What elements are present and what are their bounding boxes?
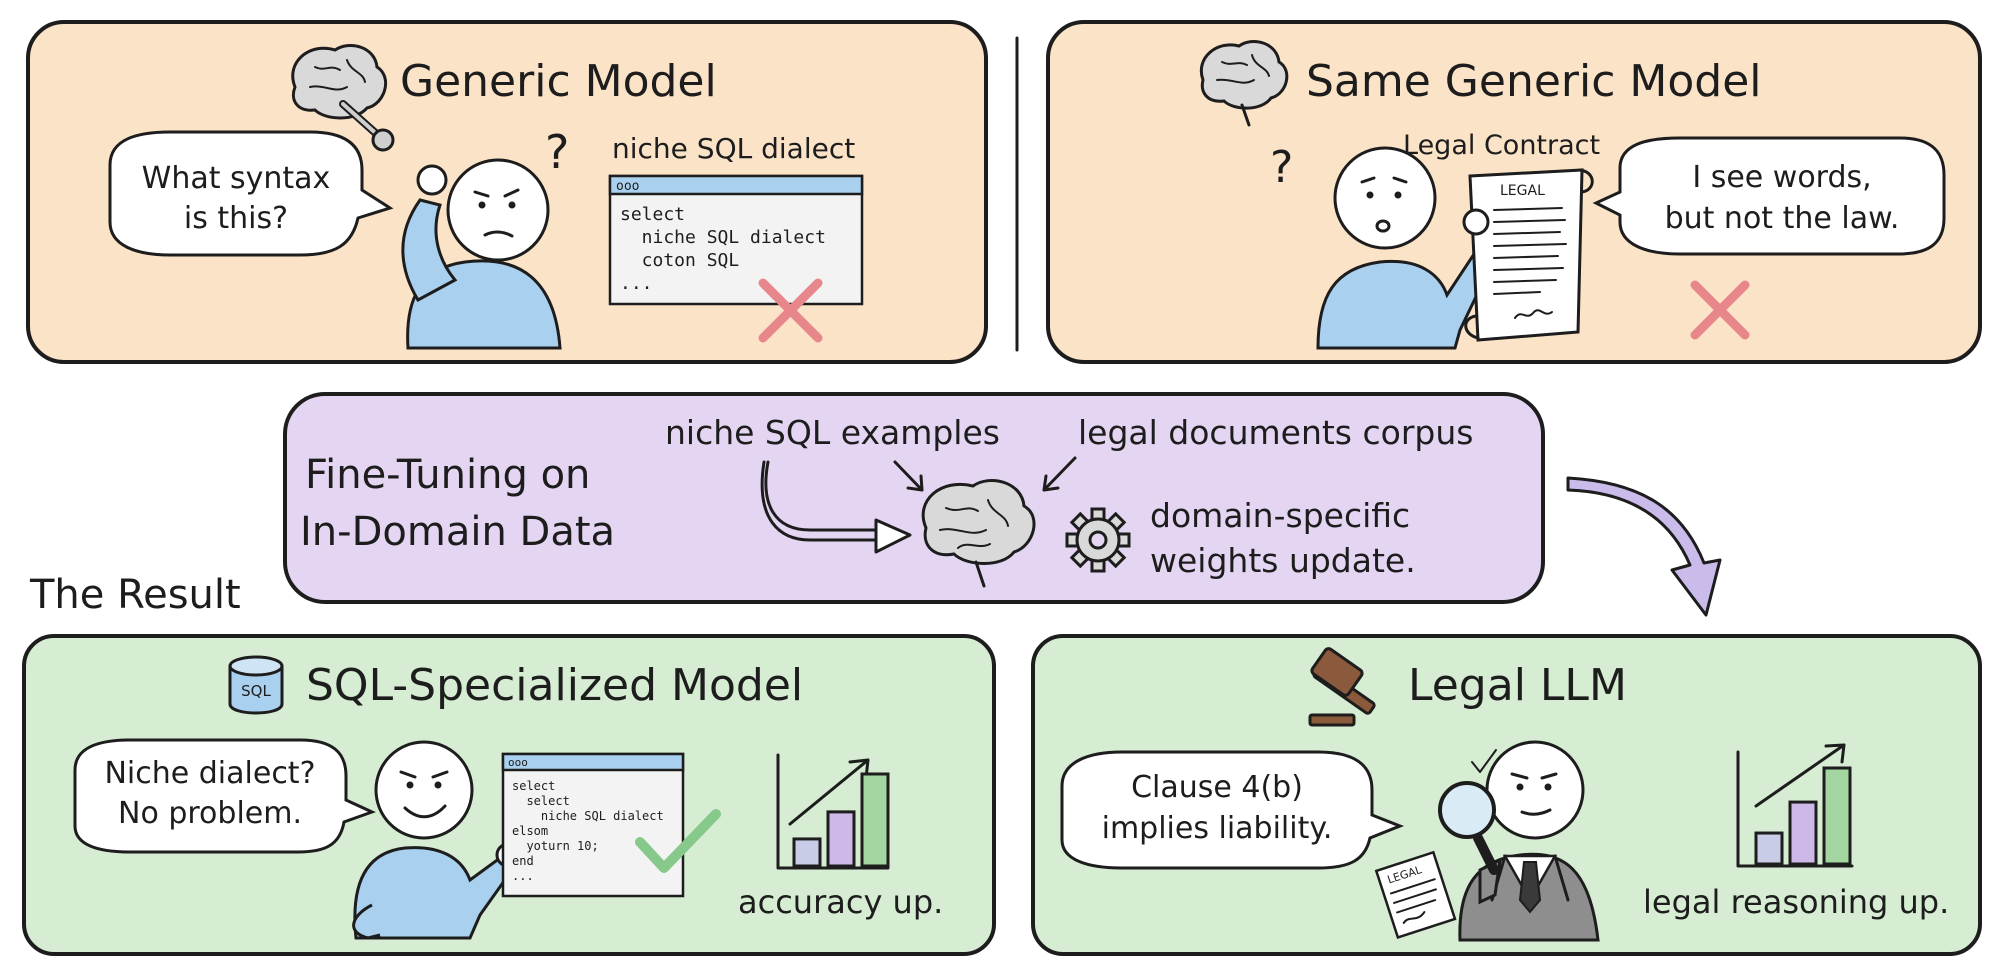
- panel-title: Generic Model: [400, 56, 717, 107]
- window-dots: ooo: [508, 756, 528, 769]
- speech-bubble: What syntax is this?: [108, 130, 394, 257]
- speech-bubble: Niche dialect? No problem.: [73, 738, 376, 854]
- speech-line-1: Clause 4(b): [1131, 770, 1303, 805]
- code-line-3: coton SQL: [620, 250, 739, 271]
- curved-arrow: [760, 460, 882, 542]
- chart-caption: legal reasoning up.: [1643, 883, 1949, 921]
- worried-person: ?: [1270, 142, 1498, 350]
- code-line-4: ...: [620, 273, 653, 294]
- document-label: Legal Contract: [1403, 130, 1600, 161]
- panel-title: SQL-Specialized Model: [306, 660, 803, 711]
- code-line-1: select: [620, 204, 685, 225]
- mini-bar-chart: [1736, 743, 1854, 868]
- code-line-1: select: [512, 779, 555, 793]
- panel-generic-model: Generic Model What syntax is this? ? nic…: [26, 20, 988, 364]
- question-mark: ?: [545, 125, 569, 179]
- speech-line-2: is this?: [184, 201, 288, 236]
- source-sql-examples: niche SQL examples: [665, 413, 1000, 452]
- database-icon: SQL: [228, 655, 284, 715]
- code-window: ooo select select niche SQL dialect elso…: [501, 752, 721, 898]
- note-line-2: weights update.: [1150, 541, 1416, 580]
- code-line-2: niche SQL dialect: [620, 227, 826, 248]
- magnifier-icon: [1438, 781, 1499, 875]
- speech-line-2: implies liability.: [1102, 811, 1333, 846]
- speech-bubble: I see words, but not the law.: [1592, 136, 1946, 256]
- chart-bar: [1822, 766, 1852, 866]
- brain-icon: [1199, 40, 1289, 127]
- panel-sql-specialized-model: SQL SQL-Specialized Model Niche dialect?…: [22, 634, 996, 956]
- chart-bar: [860, 772, 890, 868]
- x-mark-icon: [758, 278, 823, 343]
- chart-bar: [826, 810, 856, 868]
- panel-fine-tuning: Fine-Tuning on In-Domain Data niche SQL …: [283, 392, 1545, 604]
- database-label: SQL: [241, 682, 271, 700]
- chart-bar: [1788, 800, 1818, 866]
- fine-tuning-title-2: In-Domain Data: [300, 509, 615, 555]
- result-label: The Result: [29, 572, 241, 618]
- small-arrow-left: [893, 460, 924, 492]
- checkmark-icon: [635, 809, 721, 873]
- flow-arrow: [1566, 476, 1722, 617]
- code-line-7: ...: [512, 869, 534, 883]
- speech-line-1: Niche dialect?: [104, 756, 315, 791]
- speech-line-2: but not the law.: [1665, 201, 1900, 236]
- legal-document: Legal Contract LEGAL: [1403, 130, 1600, 342]
- speech-bubble: Clause 4(b) implies liability.: [1060, 750, 1405, 870]
- code-line-4: elsom: [512, 824, 548, 838]
- window-dots: ooo: [616, 179, 639, 194]
- code-line-6: end: [512, 854, 534, 868]
- code-window: niche SQL dialect ooo select niche SQL d…: [608, 132, 864, 343]
- legal-paper: LEGAL: [1374, 850, 1457, 940]
- speech-line-1: What syntax: [142, 161, 331, 196]
- window-label: niche SQL dialect: [612, 132, 855, 165]
- chart-bar: [792, 837, 822, 868]
- confused-person: ?: [401, 125, 569, 350]
- x-mark-icon: [1690, 280, 1750, 340]
- gear-icon: [1065, 507, 1131, 573]
- question-mark: ?: [1270, 142, 1293, 193]
- code-line-3: niche SQL dialect: [512, 809, 664, 823]
- note-line-1: domain-specific: [1150, 496, 1410, 535]
- brain-wrench-icon: [291, 44, 395, 152]
- panel-title: Legal LLM: [1408, 660, 1627, 711]
- speech-line-2: No problem.: [118, 796, 302, 831]
- panel-title: Same Generic Model: [1306, 56, 1762, 107]
- source-legal-corpus: legal documents corpus: [1078, 413, 1473, 452]
- small-arrow-right: [1042, 456, 1077, 492]
- code-line-5: yoturn 10;: [512, 839, 599, 853]
- speech-line-1: I see words,: [1692, 160, 1871, 195]
- document-header: LEGAL: [1500, 183, 1545, 199]
- panel-legal-llm: Legal LLM Clause 4(b) implies liability.: [1031, 634, 1982, 956]
- code-line-2: select: [512, 794, 570, 808]
- chart-caption: accuracy up.: [738, 883, 943, 921]
- chart-bar: [1754, 831, 1784, 866]
- gavel-icon: [1308, 647, 1376, 727]
- brain-icon: [921, 479, 1036, 588]
- mini-bar-chart: [776, 753, 890, 870]
- fine-tuning-title-1: Fine-Tuning on: [305, 452, 590, 498]
- panel-same-generic-model: Same Generic Model ? Legal Contract LEGA…: [1046, 20, 1982, 364]
- confident-person: [352, 740, 522, 940]
